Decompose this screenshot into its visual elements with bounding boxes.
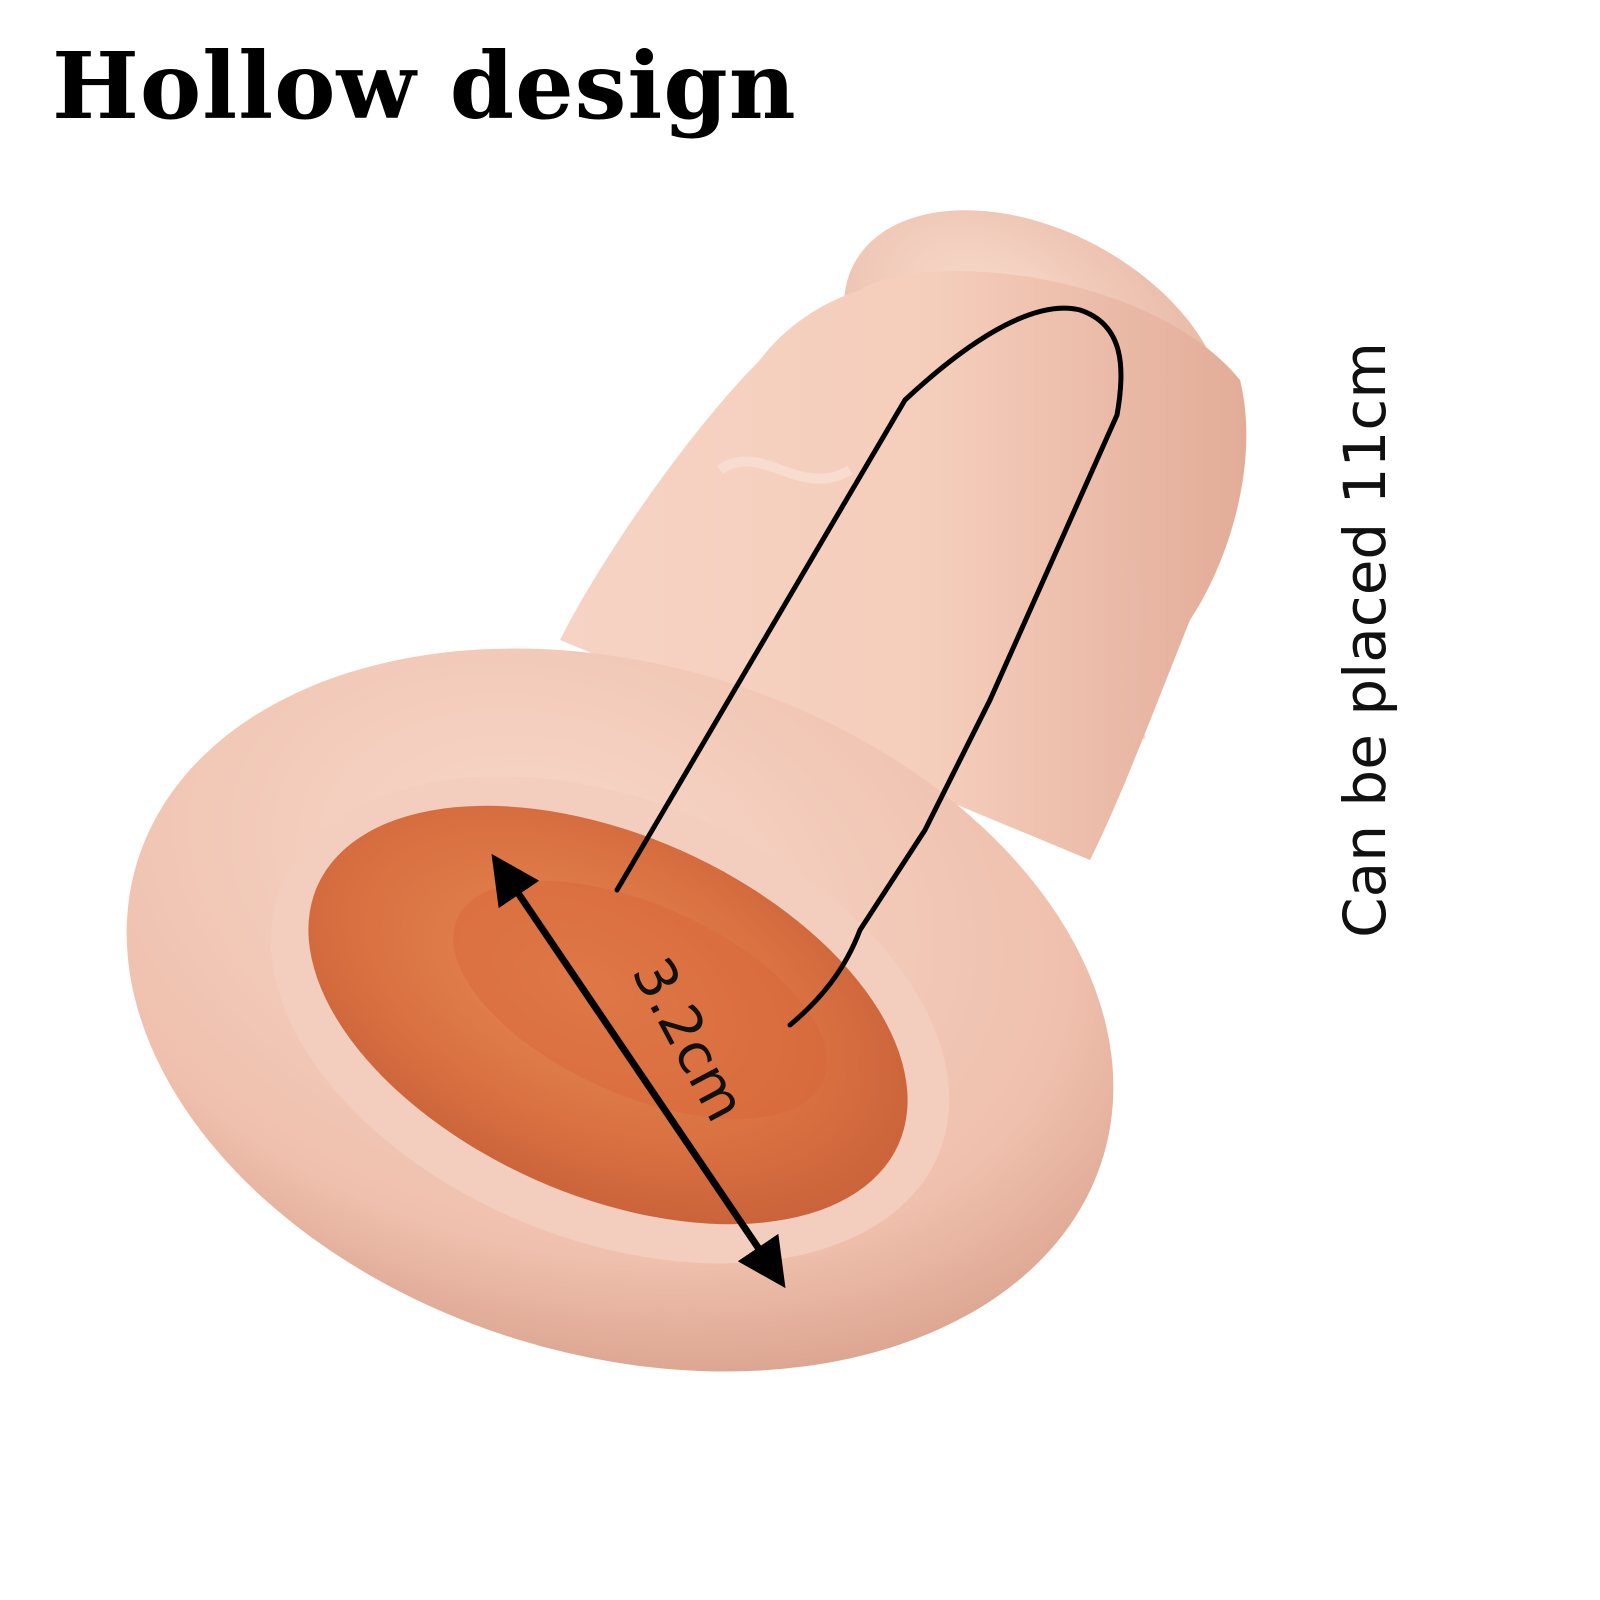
shaft-vein [717,456,853,484]
diameter-arrow [491,853,786,1289]
length-outline-curve [614,305,1124,1028]
headline-title: Hollow design [52,32,797,140]
shaft-body [560,270,1247,860]
length-label: Can be placed 11cm [1331,342,1399,938]
shaft-vein [1124,558,1146,742]
